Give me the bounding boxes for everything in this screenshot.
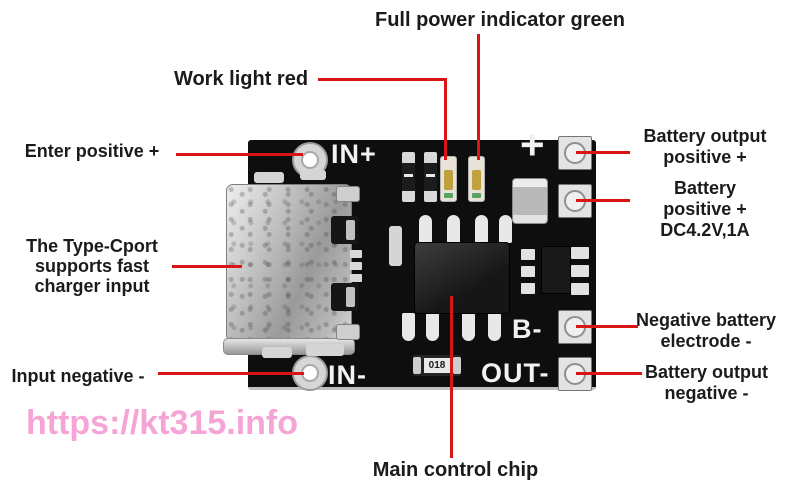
- usb-c-shell-slot: [331, 216, 359, 244]
- usb-c-pin: [350, 262, 362, 270]
- leader-battery-output-negative: [576, 372, 642, 375]
- main-control-chip: [414, 242, 510, 314]
- chip-lead: [426, 313, 439, 341]
- current-resistor: 018: [413, 355, 461, 376]
- silkscreen-in-plus: IN+: [331, 139, 377, 169]
- leader-enter-positive: [176, 153, 303, 156]
- usb-c-mount-tab: [336, 324, 360, 340]
- usb-c-pin: [350, 274, 362, 282]
- leader-full-power: [477, 34, 480, 160]
- usb-c-mount-tab: [336, 186, 360, 202]
- usb-c-connector: [226, 184, 352, 342]
- smd-resistor: [402, 152, 415, 202]
- label-enter-positive: Enter positive +: [24, 141, 160, 161]
- silkscreen-plus-mark: +: [520, 121, 545, 168]
- work-led-red: [440, 156, 457, 202]
- label-battery-output-positive: Battery output positive +: [643, 126, 767, 167]
- label-battery-output-negative: Battery output negative -: [645, 362, 768, 403]
- smd-resistor: [424, 152, 437, 202]
- protection-chip: [541, 246, 571, 294]
- leader-input-negative: [158, 372, 304, 375]
- solder-pad: [300, 170, 326, 180]
- resistor-code: 018: [424, 358, 450, 373]
- solder-pad: [306, 344, 344, 356]
- label-negative-battery-electrode: Negative battery electrode -: [635, 310, 777, 351]
- sot-lead: [571, 247, 589, 259]
- smd-component: [389, 226, 402, 266]
- label-battery-positive: Battery positive + DC4.2V,1A: [660, 178, 750, 240]
- sot-lead: [521, 266, 535, 277]
- silkscreen-b-minus: B-: [512, 314, 543, 344]
- label-input-negative: Input negative -: [11, 366, 145, 386]
- solder-pad: [262, 347, 292, 358]
- leader-battery-output-positive: [576, 151, 630, 154]
- leader-negative-battery: [576, 325, 638, 328]
- pad-negative-battery: [558, 310, 592, 344]
- chip-lead: [419, 215, 432, 243]
- chip-lead: [447, 215, 460, 243]
- chip-lead: [462, 313, 475, 341]
- sot-lead: [521, 249, 535, 260]
- label-full-power-indicator: Full power indicator green: [374, 9, 626, 31]
- leader-battery-positive: [576, 199, 630, 202]
- silkscreen-in-minus: IN-: [328, 360, 367, 390]
- leader-work-light-vertical: [444, 78, 447, 160]
- solder-pad: [254, 172, 284, 183]
- leader-type-c: [172, 265, 242, 268]
- usb-c-pin: [350, 250, 362, 258]
- watermark-url: https://kt315.info: [26, 404, 299, 442]
- chip-lead: [499, 215, 512, 243]
- sot-lead: [571, 265, 589, 277]
- full-power-led-green: [468, 156, 485, 202]
- label-main-control-chip: Main control chip: [372, 459, 539, 481]
- usb-c-shell-slot: [331, 283, 359, 311]
- label-type-c-port: The Type-Cport supports fast charger inp…: [26, 236, 158, 296]
- sot-lead: [521, 283, 535, 294]
- chip-lead: [488, 313, 501, 341]
- label-work-light: Work light red: [173, 68, 309, 90]
- sot-lead: [571, 283, 589, 295]
- pad-in-minus: [292, 355, 328, 391]
- capacitor: [512, 178, 548, 224]
- leader-work-light-horizontal: [318, 78, 447, 81]
- chip-lead: [402, 313, 415, 341]
- chip-lead: [475, 215, 488, 243]
- silkscreen-out-minus: OUT-: [481, 358, 550, 388]
- leader-main-control-chip: [450, 296, 453, 458]
